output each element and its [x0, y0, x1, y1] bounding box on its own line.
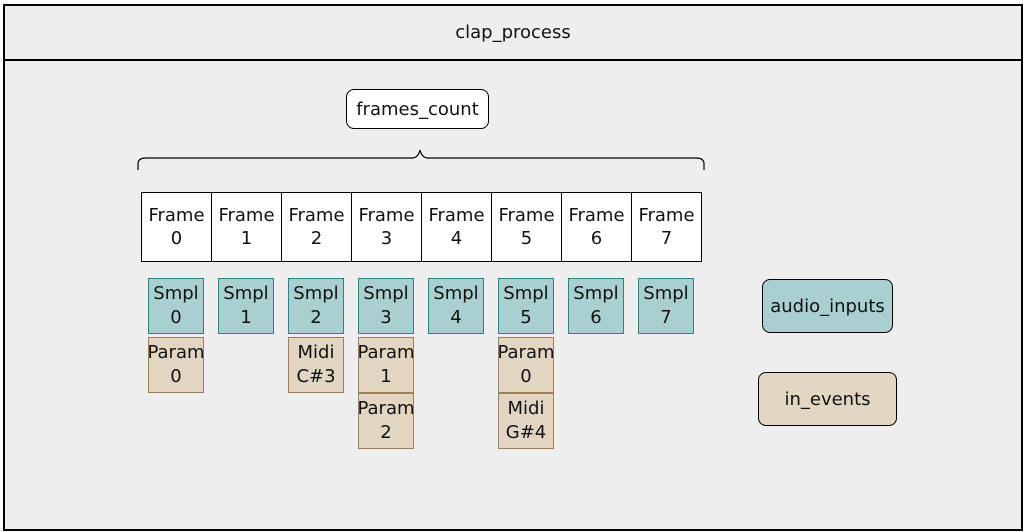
sample-2: Smpl 2 — [288, 278, 344, 334]
sample-label: Smpl — [153, 283, 199, 304]
clap-process-container: clap_process — [3, 4, 1023, 531]
legend-audio-inputs: audio_inputs — [762, 279, 893, 333]
frame-label: Frame — [638, 205, 695, 226]
event-value: G#4 — [505, 422, 547, 443]
frame-6: Frame 6 — [561, 192, 632, 262]
event-type: Midi — [297, 342, 335, 363]
sample-label: Smpl — [433, 283, 479, 304]
frame-label: Frame — [428, 205, 485, 226]
frame-index: 5 — [520, 228, 533, 249]
frame-7: Frame 7 — [631, 192, 702, 262]
frame-index: 0 — [170, 228, 183, 249]
frame-label: Frame — [288, 205, 345, 226]
frames-brace — [137, 149, 705, 170]
event-value: 0 — [170, 366, 182, 387]
event-type: Param — [147, 342, 205, 363]
sample-label: Smpl — [363, 283, 409, 304]
event-frame3-param2: Param 2 — [357, 393, 415, 449]
frame-index: 2 — [310, 228, 323, 249]
frames-count-label: frames_count — [346, 89, 489, 129]
event-value: 2 — [380, 422, 392, 443]
frame-label: Frame — [218, 205, 275, 226]
sample-3: Smpl 3 — [358, 278, 414, 334]
frame-1: Frame 1 — [211, 192, 282, 262]
sample-index: 3 — [380, 307, 392, 328]
frame-5: Frame 5 — [491, 192, 562, 262]
sample-label: Smpl — [503, 283, 549, 304]
event-value: 0 — [520, 366, 532, 387]
sample-label: Smpl — [573, 283, 619, 304]
frame-index: 4 — [450, 228, 463, 249]
sample-index: 6 — [590, 307, 602, 328]
event-frame5-param0: Param 0 — [497, 337, 555, 393]
diagram-title: clap_process — [5, 6, 1021, 61]
sample-1: Smpl 1 — [218, 278, 274, 334]
event-frame2-midi: Midi C#3 — [288, 337, 344, 393]
sample-index: 5 — [520, 307, 532, 328]
frame-index: 1 — [240, 228, 253, 249]
sample-label: Smpl — [643, 283, 689, 304]
frame-index: 3 — [380, 228, 393, 249]
event-frame0-param0: Param 0 — [147, 337, 205, 393]
frame-label: Frame — [568, 205, 625, 226]
event-frame5-midi: Midi G#4 — [498, 393, 554, 449]
sample-index: 2 — [310, 307, 322, 328]
sample-index: 1 — [240, 307, 252, 328]
sample-index: 7 — [660, 307, 672, 328]
frame-3: Frame 3 — [351, 192, 422, 262]
sample-4: Smpl 4 — [428, 278, 484, 334]
event-frame3-param1: Param 1 — [357, 337, 415, 393]
event-type: Param — [357, 398, 415, 419]
event-type: Param — [357, 342, 415, 363]
event-type: Midi — [507, 398, 545, 419]
event-value: 1 — [380, 366, 392, 387]
frame-4: Frame 4 — [421, 192, 492, 262]
frame-2: Frame 2 — [281, 192, 352, 262]
sample-5: Smpl 5 — [498, 278, 554, 334]
frame-label: Frame — [498, 205, 555, 226]
sample-0: Smpl 0 — [148, 278, 204, 334]
legend-in-events: in_events — [758, 372, 897, 426]
sample-7: Smpl 7 — [638, 278, 694, 334]
frame-0: Frame 0 — [141, 192, 212, 262]
frame-index: 6 — [590, 228, 603, 249]
event-value: C#3 — [296, 366, 336, 387]
sample-6: Smpl 6 — [568, 278, 624, 334]
frame-index: 7 — [660, 228, 673, 249]
sample-index: 0 — [170, 307, 182, 328]
event-type: Param — [497, 342, 555, 363]
sample-label: Smpl — [223, 283, 269, 304]
frame-label: Frame — [358, 205, 415, 226]
sample-label: Smpl — [293, 283, 339, 304]
sample-index: 4 — [450, 307, 462, 328]
frame-label: Frame — [148, 205, 205, 226]
